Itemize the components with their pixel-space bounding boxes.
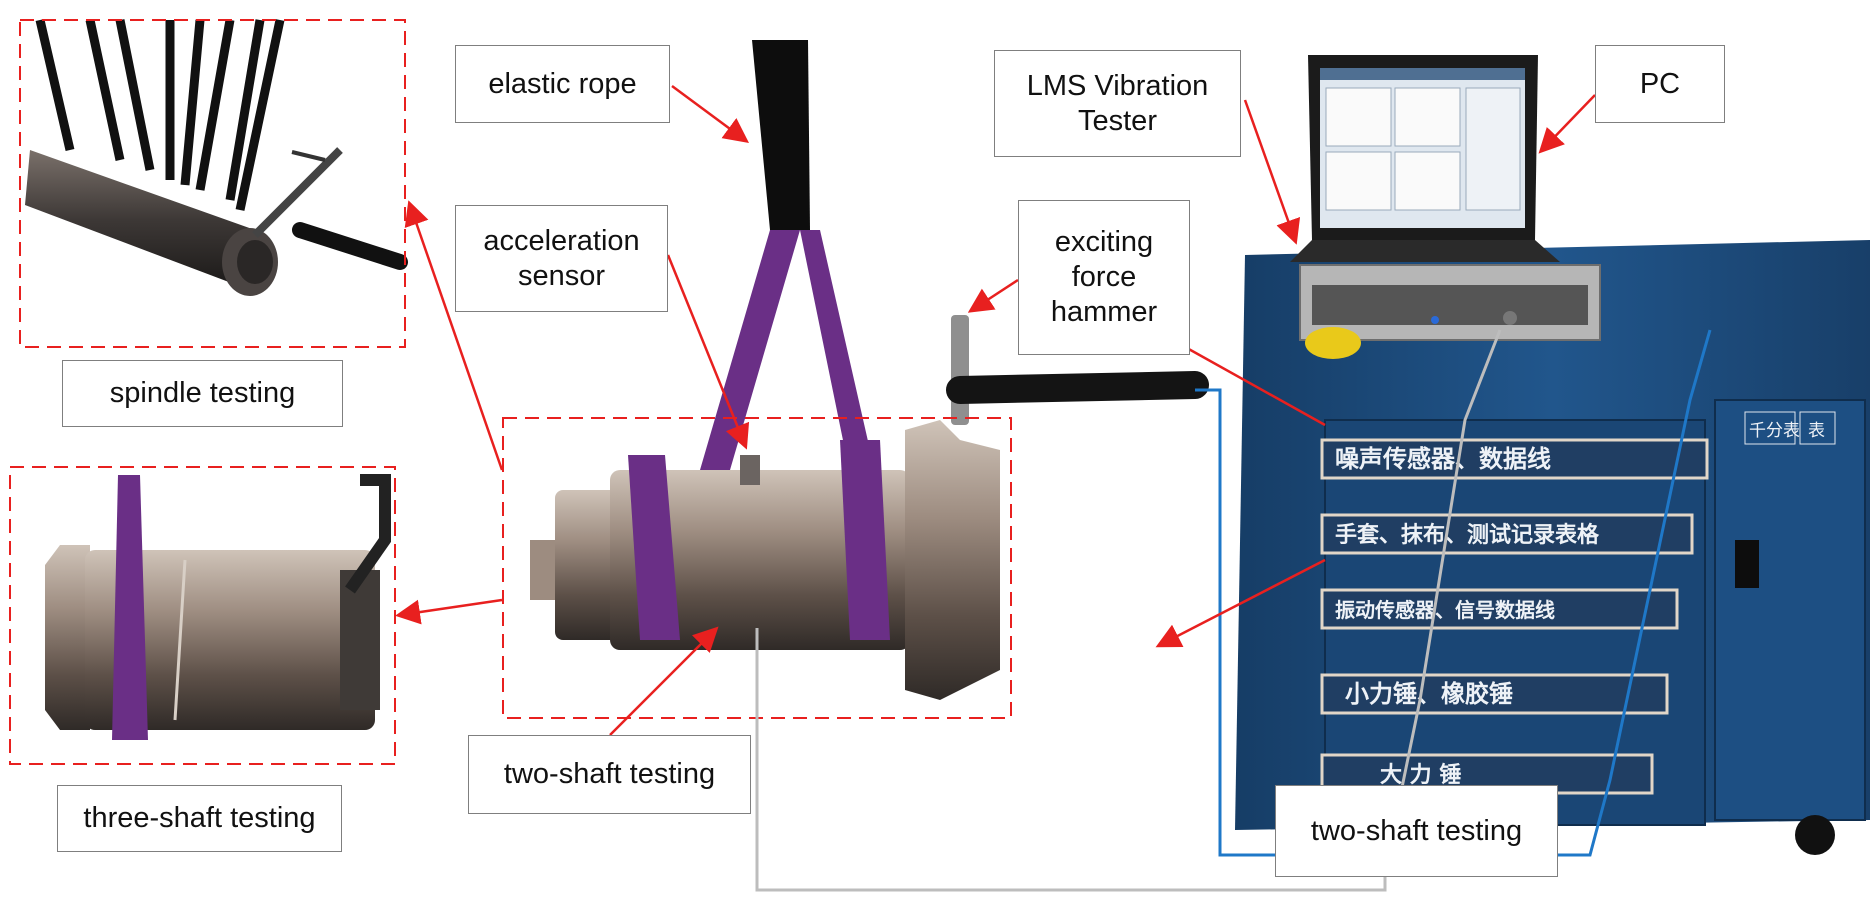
force-hammer [946,315,1209,425]
arrow-drawer-sensor [1155,558,1326,648]
arrow-three-shaft [395,598,503,625]
drawer-label-4: 小力锤、橡胶锤 [1345,680,1513,708]
cabinet-side-label-2: 表 [1808,421,1825,441]
drawer-label-2: 手套、抹布、测试记录表格 [1335,522,1600,548]
spindle-photo [20,18,408,347]
label-two-shaft-testing-right: two-shaft testing [1275,785,1558,877]
label-exciting-force-hammer: exciting force hammer [1018,200,1190,355]
label-lms-vibration-tester: LMS Vibration Tester [994,50,1241,157]
drawer-label-3: 振动传感器、信号数据线 [1335,598,1555,622]
label-pc: PC [1595,45,1725,123]
two-shaft-photo [530,230,1000,700]
arrow-lms-tester [1243,99,1301,245]
arrow-acceleration-sensor [666,254,750,450]
elastic-rope [752,40,810,230]
drawer-label-5: 大 力 锤 [1380,762,1461,788]
label-three-shaft-testing: three-shaft testing [57,785,342,852]
drawer-2 [1320,513,1694,555]
arrow-exciting-hammer [967,278,1019,313]
label-two-shaft-testing-center: two-shaft testing [468,735,751,814]
arrow-pc [1538,94,1596,154]
spindle-dashed-box [19,19,406,348]
arrow-elastic-rope [671,84,750,143]
cabinet-side-label-1: 千分表 [1749,421,1800,441]
laptop-pc [1290,55,1560,262]
label-spindle-testing: spindle testing [62,360,343,427]
arrow-spindle [404,200,504,471]
drawer-4 [1320,673,1669,715]
three-shaft-dashed-box [9,466,396,765]
drawer-1 [1320,438,1709,480]
three-shaft-photo [45,474,391,740]
blue-cable [1195,329,1712,857]
callout-arrows [395,84,1596,736]
drawer-3 [1320,588,1679,630]
label-elastic-rope: elastic rope [455,45,670,123]
drawer-label-1: 噪声传感器、数据线 [1335,445,1551,473]
arrow-two-shaft-center [609,626,719,736]
lms-tester-device [1299,264,1601,359]
label-acceleration-sensor: acceleration sensor [455,205,668,312]
